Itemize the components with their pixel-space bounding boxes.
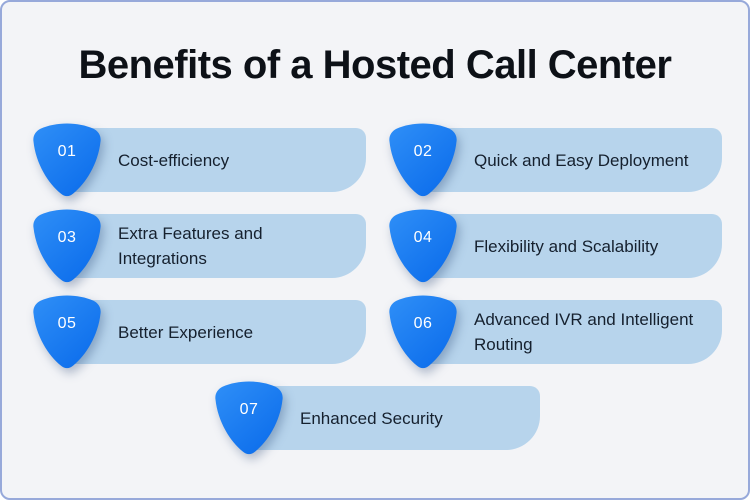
benefit-label: Better Experience xyxy=(118,322,254,342)
benefit-bar: Advanced IVR and Intelligent Routing xyxy=(410,300,722,364)
benefit-bar: Cost-efficiency xyxy=(54,128,366,192)
benefit-item-3: Extra Features and Integrations 03 xyxy=(28,209,366,283)
benefit-bar: Flexibility and Scalability xyxy=(410,214,722,278)
shield-icon xyxy=(33,209,101,283)
badge-number: 03 xyxy=(57,229,77,246)
benefit-label: Cost-efficiency xyxy=(118,150,230,170)
shield-icon xyxy=(389,295,457,369)
badge-number: 07 xyxy=(239,401,259,418)
benefit-item-6: Advanced IVR and Intelligent Routing 06 xyxy=(384,295,722,369)
benefit-label: Quick and Easy Deployment xyxy=(474,150,689,170)
number-badge: 01 xyxy=(28,121,106,199)
number-badge: 06 xyxy=(384,293,462,371)
benefit-label: Enhanced Security xyxy=(300,408,443,428)
benefit-item-4: Flexibility and Scalability 04 xyxy=(384,209,722,283)
benefit-item-7: Enhanced Security 07 xyxy=(210,381,540,455)
benefit-label: Advanced IVR and Intelligent Routing xyxy=(474,310,694,354)
badge-number: 06 xyxy=(413,315,433,332)
benefit-item-5: Better Experience 05 xyxy=(28,295,366,369)
number-badge: 07 xyxy=(210,379,288,457)
benefit-label: Flexibility and Scalability xyxy=(474,236,659,256)
benefits-list: Cost-efficiency 01 Quick and Easy Deploy… xyxy=(2,123,748,455)
badge-number: 01 xyxy=(57,143,77,160)
number-badge: 04 xyxy=(384,207,462,285)
shield-icon xyxy=(33,123,101,197)
badge-number: 04 xyxy=(413,229,433,246)
shield-icon xyxy=(389,123,457,197)
page-title: Benefits of a Hosted Call Center xyxy=(78,43,672,87)
shield-icon xyxy=(33,295,101,369)
benefit-item-2: Quick and Easy Deployment 02 xyxy=(384,123,722,197)
benefit-item-1: Cost-efficiency 01 xyxy=(28,123,366,197)
badge-number: 05 xyxy=(57,315,77,332)
number-badge: 03 xyxy=(28,207,106,285)
benefit-label: Extra Features and Integrations xyxy=(118,224,263,268)
number-badge: 02 xyxy=(384,121,462,199)
benefit-bar: Better Experience xyxy=(54,300,366,364)
benefit-bar: Enhanced Security xyxy=(236,386,540,450)
benefit-bar: Extra Features and Integrations xyxy=(54,214,366,278)
benefit-bar: Quick and Easy Deployment xyxy=(410,128,722,192)
number-badge: 05 xyxy=(28,293,106,371)
shield-icon xyxy=(215,381,283,455)
shield-icon xyxy=(389,209,457,283)
badge-number: 02 xyxy=(413,143,433,160)
